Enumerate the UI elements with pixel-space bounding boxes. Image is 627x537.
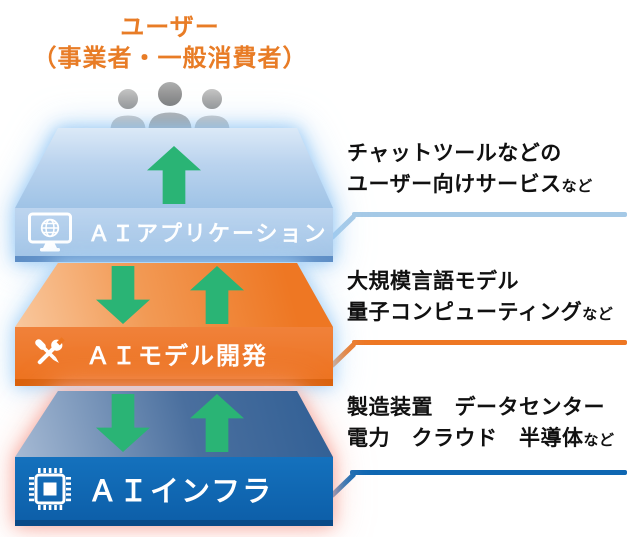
leader-line-ai-infra-diagonal [329,471,357,499]
users-title: ユーザー （事業者・一般消費者） [10,12,330,74]
annotation-text: 電力 クラウド 半導体 [347,427,584,450]
annotation-line: ユーザー向けサービスなど [347,169,593,202]
annotation-line: 量子コンピューティングなど [347,297,613,330]
layer-ai-model-dev: ＡＩモデル開発 [15,263,333,386]
annotation-suffix: など [561,178,593,195]
layer-ai-application-label: ＡＩアプリケーション [88,221,328,246]
annotation-text: 量子コンピューティング [347,301,583,324]
layer-ai-infra: ＡＩインフラ [15,391,333,526]
leader-line-ai-model-dev [352,340,627,345]
layer-ai-model-dev-front: ＡＩモデル開発 [15,327,333,386]
annotation-ai-infra: 製造装置 データセンター 電力 クラウド 半導体など [347,392,615,456]
leader-line-ai-infra [350,470,627,475]
annotation-line: 大規模言語モデル [347,270,519,293]
annotation-line: 製造装置 データセンター [347,396,605,419]
layer-ai-infra-top [15,391,333,457]
leader-line-ai-application-diagonal [329,213,357,241]
layer-ai-model-dev-top [15,263,333,327]
annotation-line: 電力 クラウド 半導体など [347,423,615,456]
layer-ai-application: ＡＩアプリケーション [15,128,333,262]
annotation-text: ユーザー向けサービス [347,173,562,196]
layer-ai-application-front: ＡＩアプリケーション [15,208,333,262]
chip-icon [29,467,71,510]
layer-ai-model-dev-label: ＡＩモデル開発 [86,342,268,370]
annotation-ai-model-dev: 大規模言語モデル 量子コンピューティングなど [347,266,613,330]
users-title-line2: （事業者・一般消費者） [32,45,308,72]
monitor-globe-icon [28,212,72,252]
annotation-ai-application: チャットツールなどの ユーザー向けサービスなど [347,138,593,202]
layer-ai-infra-front: ＡＩインフラ [15,457,333,526]
annotation-line: チャットツールなどの [347,142,562,165]
layer-ai-infra-label: ＡＩインフラ [88,475,274,508]
tools-icon [35,337,65,365]
leader-line-ai-application [352,212,627,217]
leader-line-ai-model-dev-diagonal [329,341,357,369]
annotation-suffix: など [582,306,614,323]
annotation-suffix: など [583,432,615,449]
users-title-line1: ユーザー [120,14,220,41]
